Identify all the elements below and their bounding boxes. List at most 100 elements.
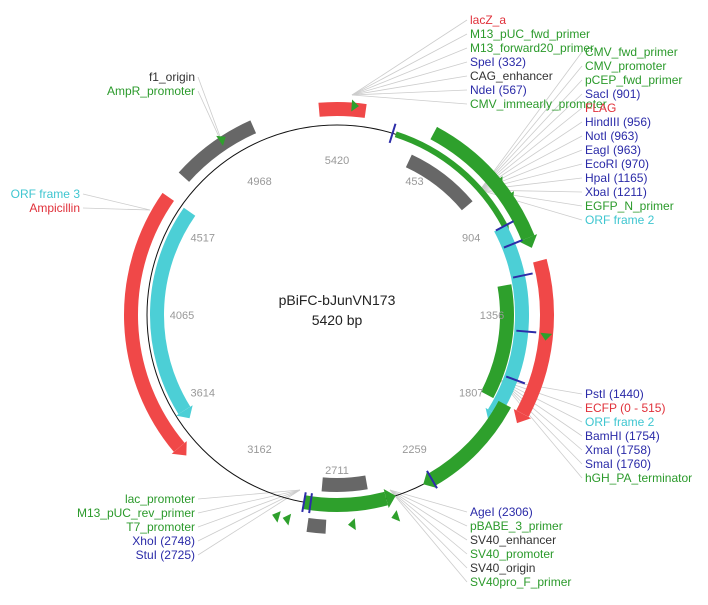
- tick-label: 2711: [325, 465, 349, 477]
- leader-line: [389, 489, 468, 527]
- tick-label: 4065: [170, 310, 194, 322]
- leader-line: [351, 61, 468, 96]
- feature-label: XmaI (1758): [585, 443, 651, 457]
- hgh-pa-arc: [428, 400, 511, 486]
- tick-label: 904: [462, 233, 480, 245]
- feature-label: T7_promoter: [126, 520, 195, 534]
- orf-frame2-arc: [487, 224, 529, 417]
- leader-line: [197, 489, 301, 556]
- feature-label: ORF frame 2: [585, 415, 655, 429]
- feature-label: PstI (1440): [585, 387, 644, 401]
- leader-line: [82, 207, 151, 211]
- lacZ-a-arc: [318, 102, 367, 118]
- ecori-site: [503, 239, 523, 249]
- m13-rev-primer: [272, 511, 281, 523]
- leader-line: [197, 489, 301, 500]
- feature-label: hGH_PA_terminator: [585, 471, 692, 485]
- leader-line: [389, 489, 468, 569]
- tick-label: 3162: [247, 444, 271, 456]
- plasmid-name: pBiFC-bJunVN173: [279, 292, 396, 308]
- ampicillin-arc: [124, 192, 185, 452]
- feature-arcs: [124, 99, 554, 534]
- feature-label: AgeI (2306): [470, 505, 533, 519]
- feature-label: pCEP_fwd_primer: [585, 73, 682, 87]
- feature-label: SmaI (1760): [585, 457, 651, 471]
- tick-label: 3614: [191, 388, 215, 400]
- leader-line: [389, 489, 468, 541]
- cag-enhancer-arc: [405, 154, 473, 211]
- xbai-site: [512, 272, 533, 279]
- leader-line: [499, 379, 583, 479]
- leader-line: [351, 94, 468, 105]
- feature-labels: lacZ_aM13_pUC_fwd_primerM13_forward20_pr…: [11, 13, 693, 589]
- egfp-n-primer: [540, 332, 553, 341]
- feature-label: lacZ_a: [470, 13, 506, 27]
- leader-line: [351, 89, 468, 96]
- leader-line: [499, 379, 583, 465]
- f1-origin-arc: [178, 120, 257, 182]
- hindiii-site: [495, 220, 515, 232]
- cmv-promoter-arc: [430, 126, 535, 241]
- feature-label: pBABE_3_primer: [470, 519, 563, 533]
- feature-label: AmpR_promoter: [107, 84, 195, 98]
- sv40-promoter-arc: [302, 491, 388, 512]
- feature-label: FLAG: [585, 101, 616, 115]
- leader-line: [479, 51, 583, 191]
- feature-label: XbaI (1211): [585, 185, 647, 199]
- cmv-immearly-arc: [394, 131, 508, 228]
- feature-label: NdeI (567): [470, 83, 527, 97]
- feature-label: EagI (963): [585, 143, 641, 157]
- feature-label: ORF frame 2: [585, 213, 655, 227]
- feature-label: M13_forward20_primer: [470, 41, 594, 55]
- feature-label: SV40_enhancer: [470, 533, 556, 547]
- leader-line: [197, 489, 301, 514]
- m13-fwd-primer: [351, 99, 359, 112]
- psti-site: [516, 329, 537, 334]
- feature-label: SacI (901): [585, 87, 640, 101]
- tick-label: 1356: [480, 310, 504, 322]
- sv40-promoter-arc-head: [383, 489, 396, 508]
- pcep-fwd-primer: [504, 191, 514, 201]
- feature-label: SpeI (332): [470, 55, 526, 69]
- bamhi-site: [505, 375, 526, 385]
- tick-label: 453: [405, 176, 423, 188]
- feature-label: CAG_enhancer: [470, 69, 553, 83]
- feature-label: M13_pUC_fwd_primer: [470, 27, 590, 41]
- feature-label: M13_pUC_rev_primer: [77, 506, 195, 520]
- leader-line: [499, 379, 583, 451]
- feature-label: CMV_fwd_primer: [585, 45, 678, 59]
- feature-label: BamHI (1754): [585, 429, 660, 443]
- feature-label: EcoRI (970): [585, 157, 649, 171]
- feature-label: EGFP_N_primer: [585, 199, 674, 213]
- feature-label: XhoI (2748): [132, 534, 195, 548]
- leader-line: [351, 75, 468, 96]
- feature-label: StuI (2725): [136, 548, 195, 562]
- feature-label: ORF frame 3: [11, 187, 81, 201]
- agei-site: [426, 470, 438, 489]
- tick-label: 4968: [247, 176, 271, 188]
- leader-line: [479, 65, 583, 191]
- t7-primer: [282, 513, 292, 526]
- cmv-promoter-arc-head: [518, 234, 538, 248]
- feature-label: f1_origin: [149, 70, 195, 84]
- leader-line: [351, 33, 468, 96]
- feature-label: NotI (963): [585, 129, 638, 143]
- feature-label: SV40pro_F_primer: [470, 575, 571, 589]
- leader-line: [82, 193, 151, 211]
- tick-label: 4517: [191, 233, 215, 245]
- stui-site: [301, 492, 307, 513]
- pbabe-primer: [391, 510, 401, 522]
- spei-site: [388, 123, 397, 144]
- cmv-fwd-primer: [493, 176, 503, 186]
- feature-label: CMV_promoter: [585, 59, 666, 73]
- leader-line: [351, 47, 468, 96]
- feature-label: Ampicillin: [29, 201, 80, 215]
- tick-labels: 5420453904135618072259271131623614406545…: [170, 155, 504, 477]
- feature-label: lac_promoter: [125, 492, 195, 506]
- sv40-origin-arc: [321, 475, 368, 492]
- sv40-enhancer-arc: [306, 517, 327, 534]
- feature-label: SV40_promoter: [470, 547, 554, 561]
- ampicillin-arc-head: [171, 441, 187, 456]
- xhoi-site: [308, 493, 313, 514]
